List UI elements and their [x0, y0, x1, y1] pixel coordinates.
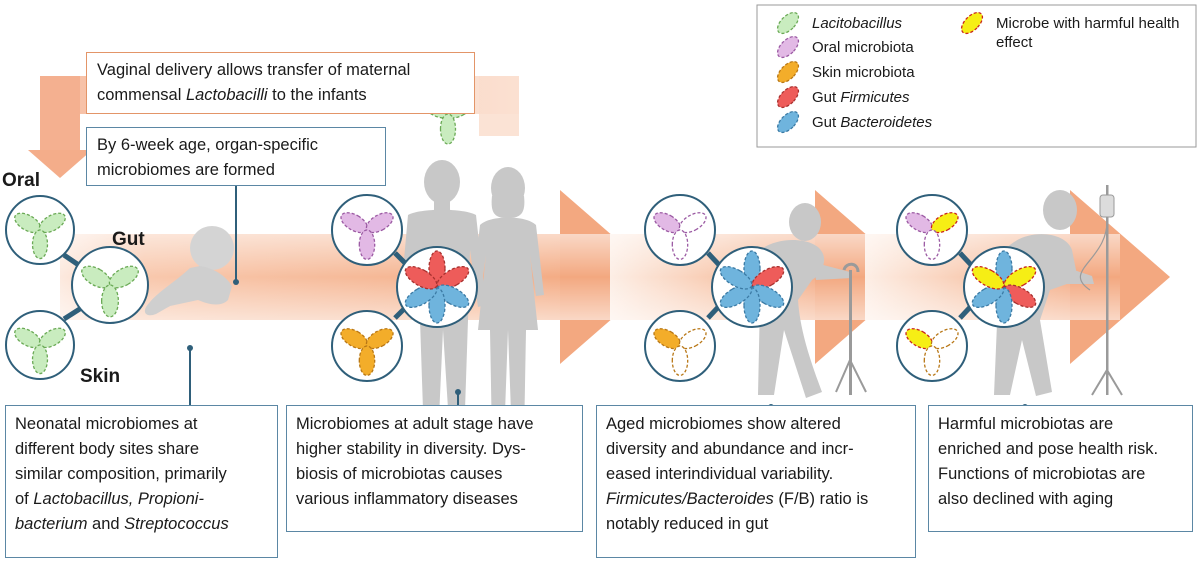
lacto-microbe-icon [81, 265, 112, 289]
skin-microbe-icon [923, 345, 941, 377]
stage-box-elderly: Harmful microbiotas are enriched and pos… [928, 405, 1193, 532]
aged-skin-cluster [644, 310, 716, 382]
harm-microbe-icon [971, 265, 1005, 290]
firm-legend-icon [776, 85, 800, 109]
infant-silhouette [144, 226, 234, 316]
label-skin: Skin [80, 366, 121, 387]
skin-microbe-icon [358, 345, 376, 377]
legend-label-firmicutes: Gut Firmicutes [812, 89, 910, 106]
adult-oral-cluster [331, 194, 403, 266]
neonatal-oral-cluster [5, 195, 75, 265]
lacto-microbe-icon [31, 229, 49, 260]
harm-legend-icon [960, 11, 984, 35]
legend-label-harmful: Microbe with harmful health effect [996, 15, 1180, 51]
label-gut: Gut [112, 229, 145, 250]
oral-microbe-icon [671, 229, 689, 261]
aged-gut-cluster [711, 246, 793, 328]
neonatal-gut-cluster [71, 246, 149, 324]
skin-legend-icon [776, 60, 800, 84]
adult-woman-silhouette [472, 167, 544, 440]
oral-microbe-icon [923, 229, 941, 261]
legend-label-bacteroidetes: Gut Bacteroidetes [812, 114, 933, 131]
oral-microbe-icon [358, 229, 376, 261]
lacto-microbe-icon [31, 344, 49, 375]
stage-box-adult: Microbiomes at adult stage have higher s… [286, 405, 583, 532]
lacto-microbe-icon [108, 265, 139, 289]
callout-vaginal-delivery: Vaginal delivery allows transfer of mate… [86, 52, 475, 114]
adult-skin-cluster [331, 310, 403, 382]
aged-oral-cluster [644, 194, 716, 266]
neonatal-skin-cluster [5, 310, 75, 380]
skin-microbe-icon [671, 345, 689, 377]
bact-microbe-icon [719, 265, 753, 290]
elderly-oral-cluster [896, 194, 968, 266]
bact-legend-icon [776, 110, 800, 134]
legend-label-oral: Oral microbiota [812, 39, 914, 56]
lactobacillus-icon [439, 113, 457, 145]
stage-box-neonatal: Neonatal microbiomes at different body s… [5, 405, 278, 558]
firm-microbe-icon [404, 265, 438, 290]
legend-label-skin: Skin microbiota [812, 64, 915, 81]
lacto-microbe-icon [100, 284, 120, 318]
legend-icons [776, 11, 984, 134]
legend-label-lacto: Lacitobacillus [812, 15, 903, 32]
lacto-legend-icon [776, 11, 800, 35]
adult-gut-cluster [396, 246, 478, 328]
stage-box-aged: Aged microbiomes show altered diversity … [596, 405, 916, 558]
elderly-gut-cluster [963, 246, 1045, 328]
microbe-clusters [5, 194, 1045, 382]
elderly-skin-cluster [896, 310, 968, 382]
callout-six-week: By 6-week age, organ-specific microbiome… [86, 127, 386, 186]
label-oral: Oral [2, 170, 41, 191]
oral-legend-icon [776, 35, 800, 59]
